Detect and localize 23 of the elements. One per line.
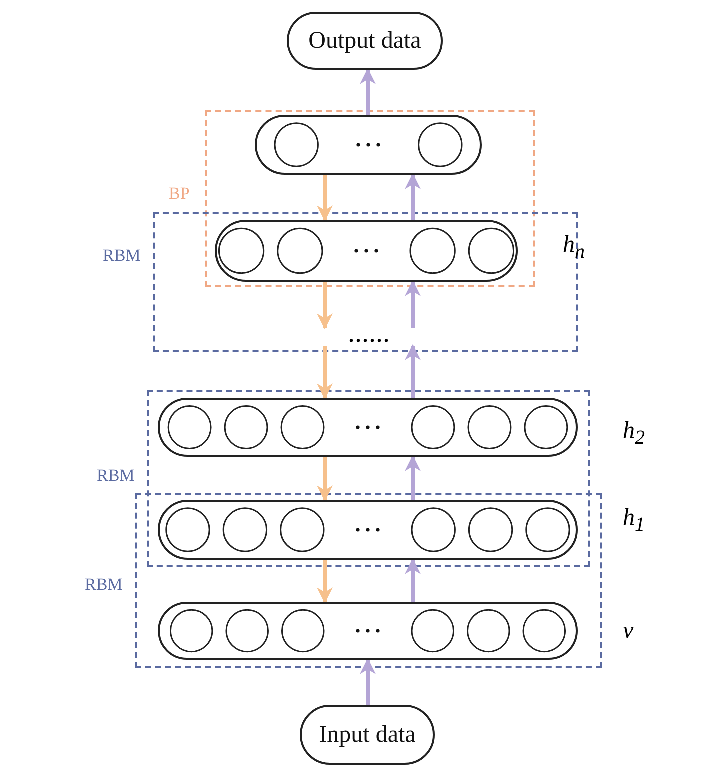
arrow (405, 558, 421, 602)
arrow (317, 457, 333, 502)
arrow (405, 173, 421, 220)
arrow (317, 560, 333, 604)
arrow (360, 658, 376, 705)
group-label: BP (169, 184, 190, 204)
layer-label: h$_{1}$ (623, 505, 645, 537)
terminal-pill: Output data (287, 12, 443, 70)
arrow (405, 280, 421, 328)
arrow (317, 282, 333, 330)
group-label: RBM (85, 575, 123, 595)
layer-label: h$_{2}$ (623, 418, 645, 450)
layer-label: v (623, 618, 634, 645)
arrow (405, 344, 421, 398)
group-label: RBM (103, 246, 141, 266)
group-label: RBM (97, 466, 135, 486)
arrow (317, 346, 333, 400)
ellipsis-text: ...... (325, 328, 415, 346)
arrow (360, 68, 376, 115)
layer-label: h$_{n}$ (563, 232, 585, 264)
terminal-pill: Input data (300, 705, 435, 765)
arrow (405, 455, 421, 500)
arrow (317, 175, 333, 222)
